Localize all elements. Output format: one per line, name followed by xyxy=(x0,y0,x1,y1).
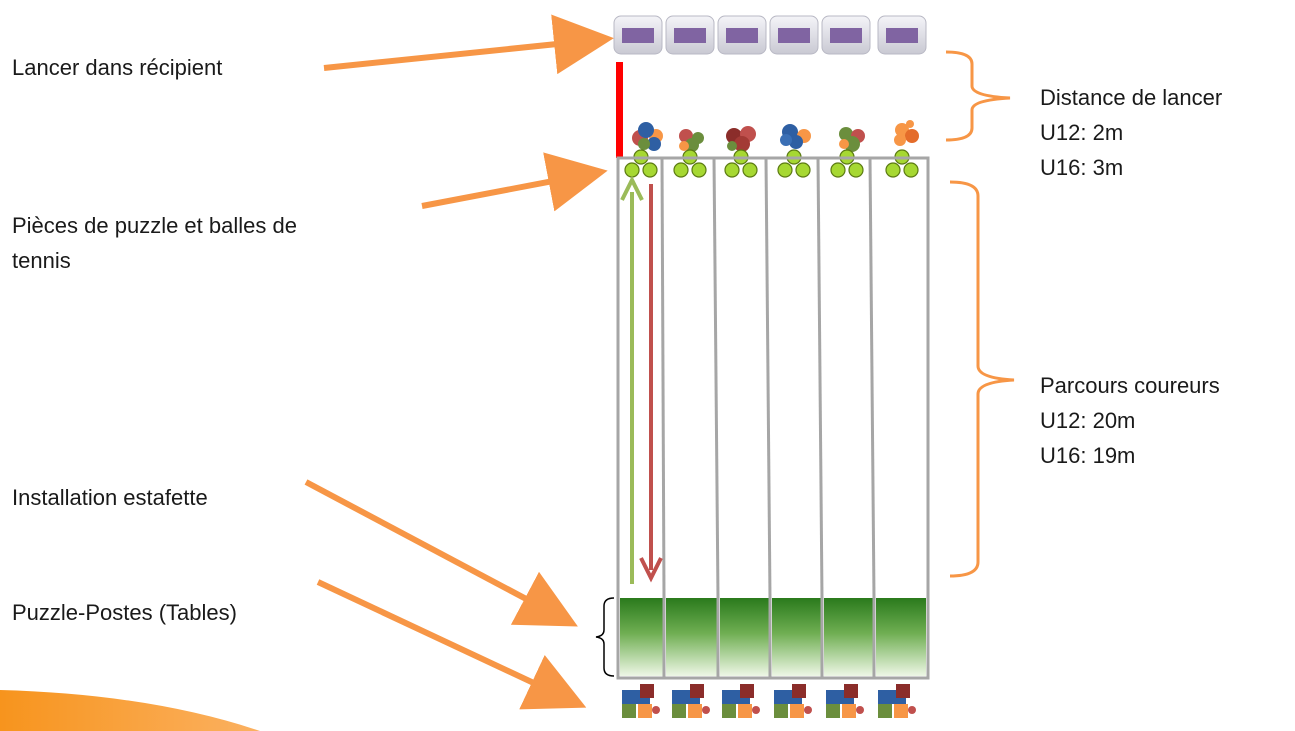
table-4 xyxy=(772,598,822,676)
puzzle-assembled-5 xyxy=(826,684,864,718)
puzzle-assembled-3 xyxy=(722,684,760,718)
puzzle-piece-cluster-5 xyxy=(839,127,865,152)
container-4 xyxy=(769,15,819,55)
container-2 xyxy=(665,15,715,55)
run-out-arrow xyxy=(620,175,644,584)
puzzle-pieces-top xyxy=(632,120,919,152)
label-line-2: U12: 20m xyxy=(1040,408,1136,433)
container-5 xyxy=(821,15,871,55)
label-line-1: Distance de lancer xyxy=(1040,85,1223,110)
throw-line xyxy=(616,62,623,158)
container-1 xyxy=(613,15,663,55)
table-6 xyxy=(876,598,926,676)
table-1 xyxy=(620,598,664,676)
label-line-3: U16: 19m xyxy=(1040,443,1136,468)
label-throw-into-container: Lancer dans récipient xyxy=(12,50,222,85)
arrow-to-puzzle-stations xyxy=(316,579,587,710)
puzzle-piece-cluster-2 xyxy=(679,129,704,152)
label-line-3: U16: 3m xyxy=(1040,155,1124,180)
label-text: Installation estafette xyxy=(12,485,208,510)
label-line-1: Pièces de puzzle et balles de xyxy=(12,213,297,238)
puzzle-piece-cluster-3 xyxy=(726,126,756,152)
puzzle-piece-cluster-6 xyxy=(894,120,919,146)
table-3 xyxy=(720,598,770,676)
label-text: Lancer dans récipient xyxy=(12,55,223,80)
puzzle-assembled-1 xyxy=(622,684,660,718)
puzzle-assembled-4 xyxy=(774,684,812,718)
puzzle-assembled-2 xyxy=(672,684,710,718)
tennis-balls-lane-6 xyxy=(885,149,919,178)
label-line-2: U12: 2m xyxy=(1040,120,1124,145)
lane-grid xyxy=(616,156,930,680)
tennis-balls-lane-4 xyxy=(777,149,811,178)
tennis-balls-lane-5 xyxy=(830,149,864,178)
tennis-balls-lane-3 xyxy=(724,149,758,178)
label-line-1: Parcours coureurs xyxy=(1040,373,1220,398)
label-line-2: tennis xyxy=(12,248,71,273)
throw-distance-brace xyxy=(945,50,1011,142)
tennis-balls-lane-2 xyxy=(673,149,707,178)
arrow-to-containers xyxy=(323,14,614,75)
tables-bracket xyxy=(595,597,615,677)
puzzle-tables xyxy=(620,598,926,678)
label-relay-setup: Installation estafette xyxy=(12,480,208,515)
pointer-arrows xyxy=(304,14,614,710)
label-text: Puzzle-Postes (Tables) xyxy=(12,600,237,625)
arrow-to-relay-setup xyxy=(304,479,578,627)
puzzle-pieces-bottom xyxy=(622,684,916,718)
tennis-balls-lane-1 xyxy=(624,149,658,178)
label-puzzle-pieces-and-balls: Pièces de puzzle et balles de tennis xyxy=(12,208,297,278)
tennis-balls xyxy=(624,149,919,178)
runner-course-brace xyxy=(949,180,1015,578)
puzzle-piece-cluster-4 xyxy=(780,124,811,149)
decor-swoosh xyxy=(0,690,260,731)
container-6 xyxy=(877,15,927,55)
puzzle-assembled-6 xyxy=(878,684,916,718)
containers xyxy=(613,15,927,55)
arrow-to-balls xyxy=(421,152,608,212)
label-runner-course: Parcours coureurs U12: 20m U16: 19m xyxy=(1040,368,1220,473)
puzzle-piece-cluster-1 xyxy=(632,122,663,151)
container-3 xyxy=(717,15,767,55)
table-2 xyxy=(666,598,718,676)
label-puzzle-stations: Puzzle-Postes (Tables) xyxy=(12,595,237,630)
label-throw-distance: Distance de lancer U12: 2m U16: 3m xyxy=(1040,80,1222,185)
table-5 xyxy=(824,598,874,676)
run-back-arrow xyxy=(639,184,663,583)
